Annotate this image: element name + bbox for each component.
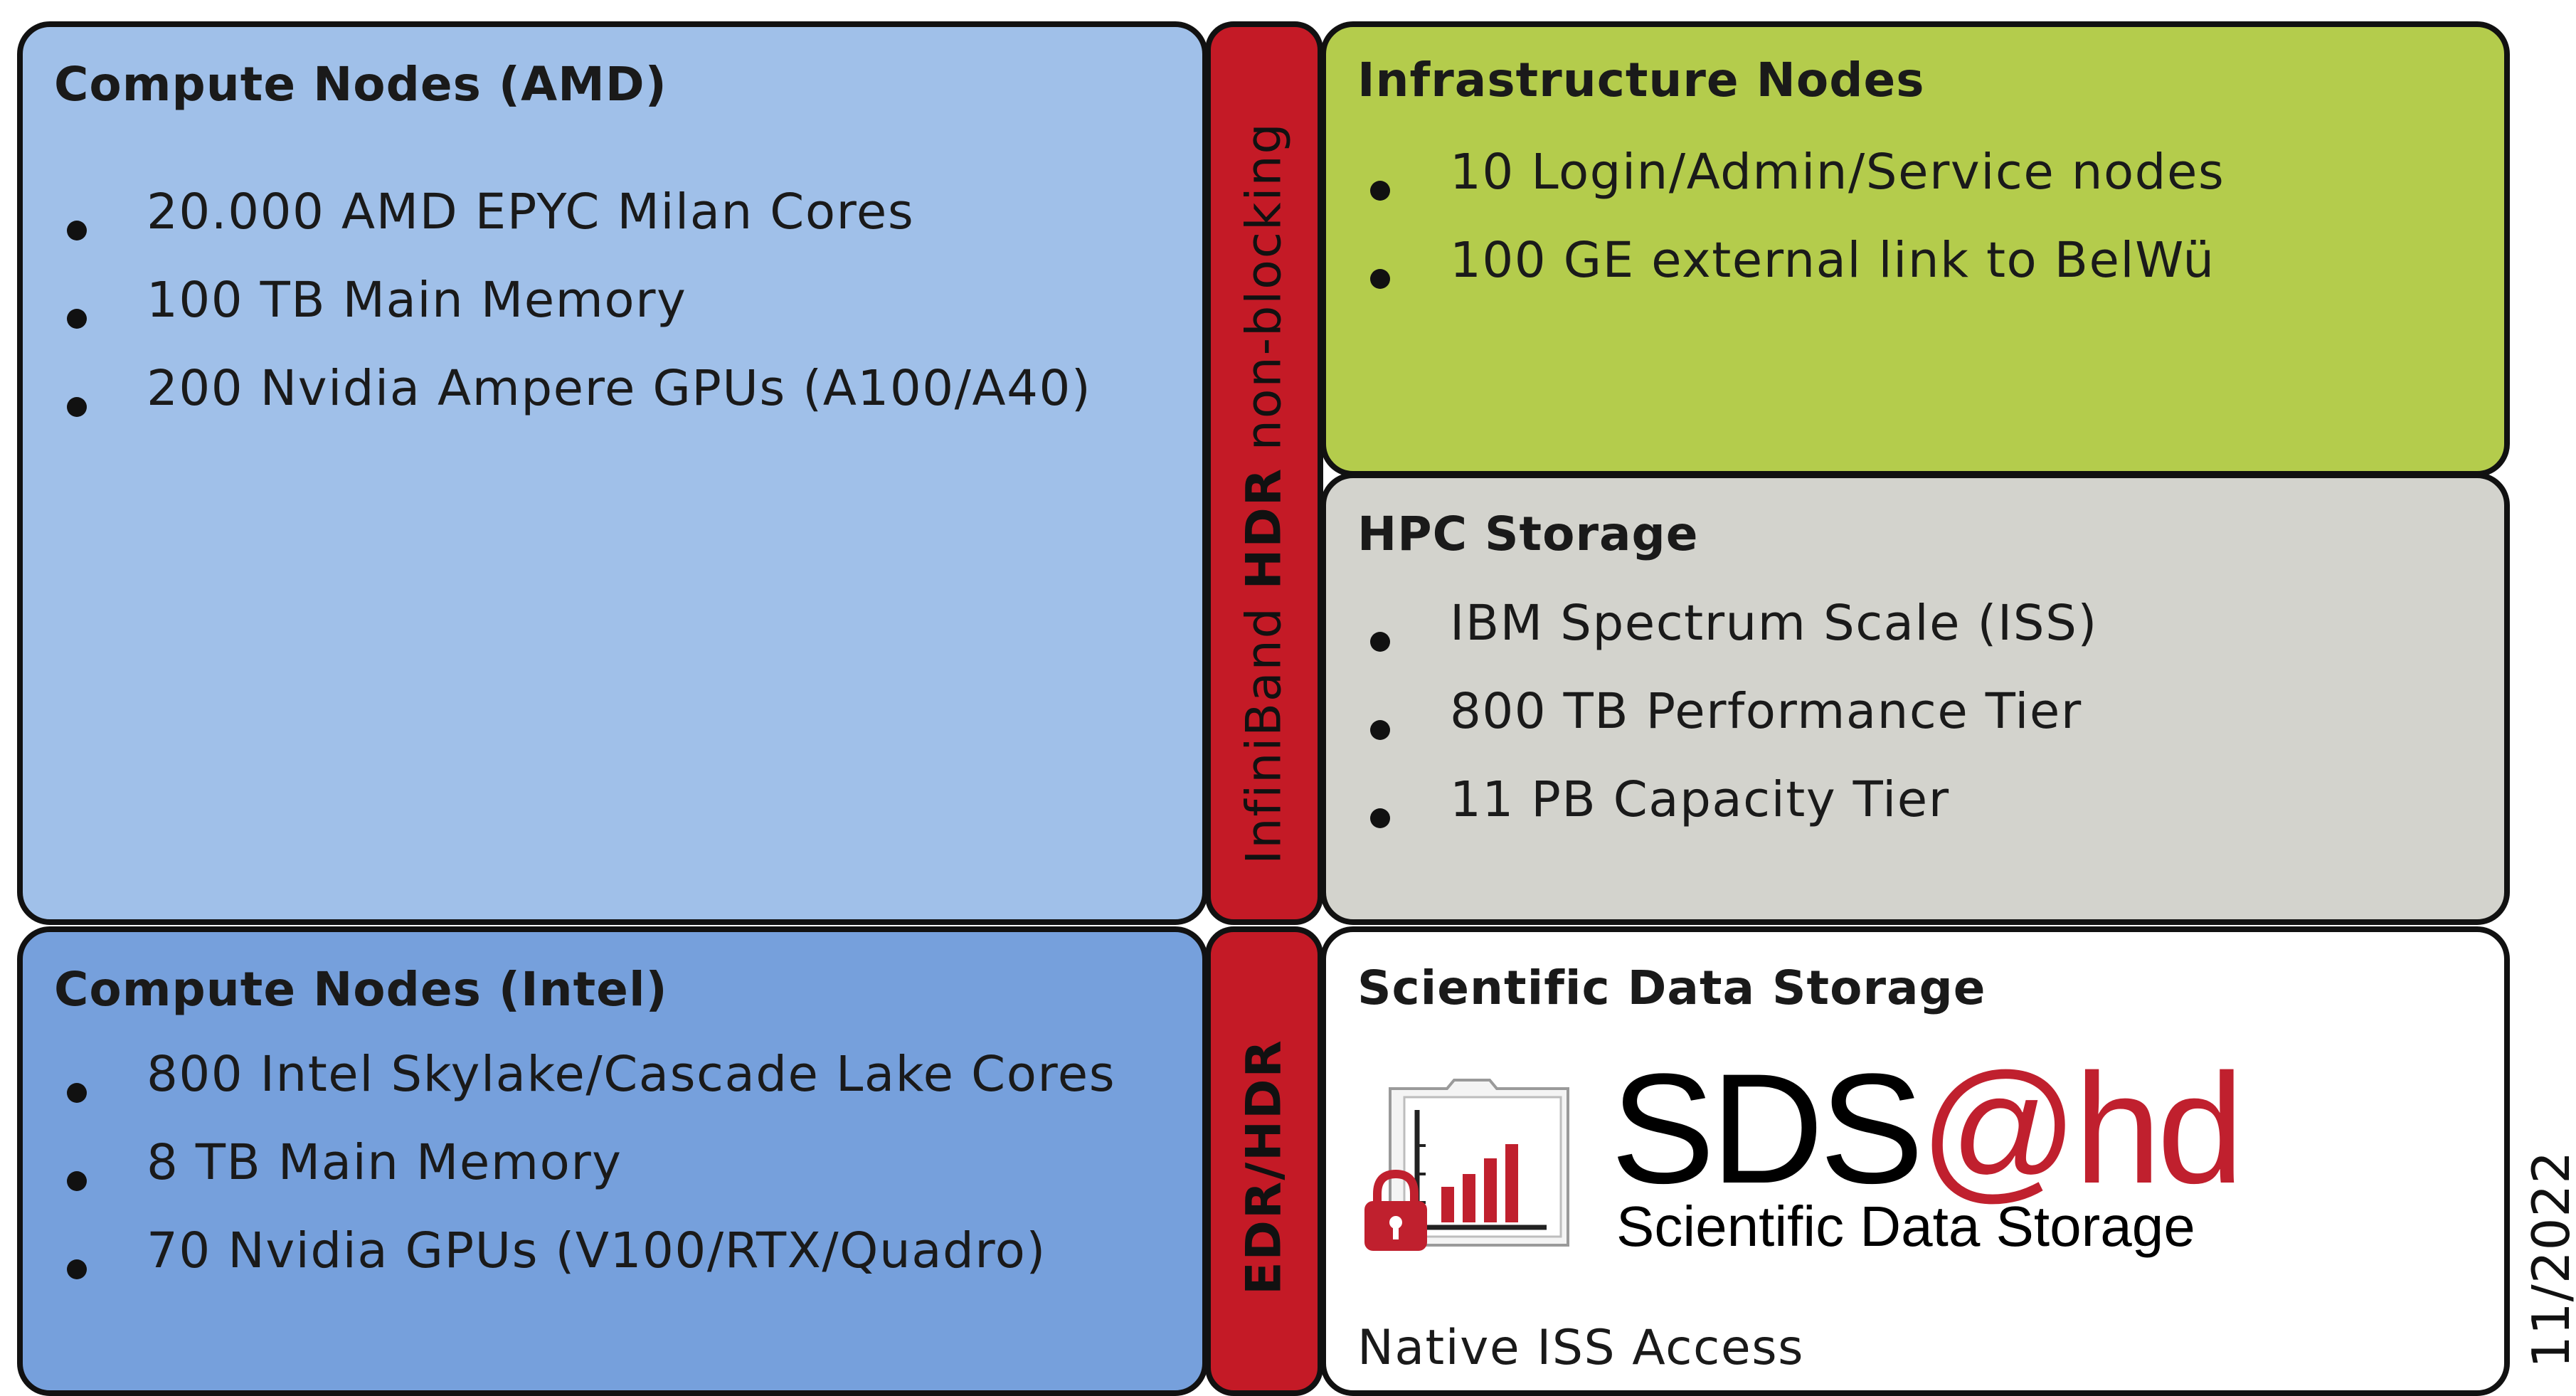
infiniband-bar: InfiniBand HDR non-blocking xyxy=(1205,21,1323,925)
infiniband-suffix: non-blocking xyxy=(1236,122,1293,451)
infrastructure-box: Infrastructure Nodes 10 Login/Admin/Serv… xyxy=(1320,21,2510,477)
infiniband-hdr: HDR xyxy=(1236,467,1293,590)
list-item: 11 PB Capacity Tier xyxy=(1357,771,2098,860)
list-item: 800 TB Performance Tier xyxy=(1357,683,2098,771)
amd-compute-box: Compute Nodes (AMD) 20.000 AMD EPYC Mila… xyxy=(17,21,1208,925)
list-item: 100 GE external link to BelWü xyxy=(1357,232,2225,320)
sds-footer: Native ISS Access xyxy=(1357,1320,1805,1376)
hpc-storage-title: HPC Storage xyxy=(1357,507,1699,561)
list-item: 200 Nvidia Ampere GPUs (A100/A40) xyxy=(54,360,1091,448)
sds-logo-wordmark: SDS@hd xyxy=(1611,1050,2244,1207)
sds-logo-subtitle: Scientific Data Storage xyxy=(1616,1195,2195,1258)
hpc-storage-list: IBM Spectrum Scale (ISS) 800 TB Performa… xyxy=(1357,595,2098,860)
list-item: IBM Spectrum Scale (ISS) xyxy=(1357,595,2098,683)
infiniband-prefix: InfiniBand xyxy=(1236,606,1293,864)
list-item: 8 TB Main Memory xyxy=(54,1134,1115,1222)
edr-hdr-bar: EDR/HDR xyxy=(1205,926,1323,1396)
amd-list: 20.000 AMD EPYC Milan Cores 100 TB Main … xyxy=(54,184,1091,448)
intel-compute-box: Compute Nodes (Intel) 800 Intel Skylake/… xyxy=(17,926,1208,1396)
sds-logo-accent: @hd xyxy=(1919,1041,2244,1216)
list-item: 70 Nvidia GPUs (V100/RTX/Quadro) xyxy=(54,1222,1115,1311)
sds-box: Scientific Data Storage SDS@hd Scientifi… xyxy=(1320,926,2510,1396)
amd-title: Compute Nodes (AMD) xyxy=(54,57,667,112)
list-item: 20.000 AMD EPYC Milan Cores xyxy=(54,184,1091,272)
sds-title: Scientific Data Storage xyxy=(1357,961,1986,1015)
edr-hdr-label: EDR/HDR xyxy=(1236,1039,1293,1295)
infiniband-label: InfiniBand HDR non-blocking xyxy=(1236,122,1293,864)
edr-hdr-text: EDR/HDR xyxy=(1236,1039,1293,1295)
hpc-storage-box: HPC Storage IBM Spectrum Scale (ISS) 800… xyxy=(1320,472,2510,925)
intel-title: Compute Nodes (Intel) xyxy=(54,962,668,1017)
date-stamp: 11/2022 xyxy=(2521,1150,2576,1369)
sds-folder-chart-lock-icon xyxy=(1364,1079,1569,1251)
infrastructure-title: Infrastructure Nodes xyxy=(1357,53,1925,107)
sds-logo-main: SDS xyxy=(1611,1041,1924,1216)
list-item: 100 TB Main Memory xyxy=(54,272,1091,360)
infrastructure-list: 10 Login/Admin/Service nodes 100 GE exte… xyxy=(1357,144,2225,320)
list-item: 10 Login/Admin/Service nodes xyxy=(1357,144,2225,232)
intel-list: 800 Intel Skylake/Cascade Lake Cores 8 T… xyxy=(54,1046,1115,1311)
list-item: 800 Intel Skylake/Cascade Lake Cores xyxy=(54,1046,1115,1134)
